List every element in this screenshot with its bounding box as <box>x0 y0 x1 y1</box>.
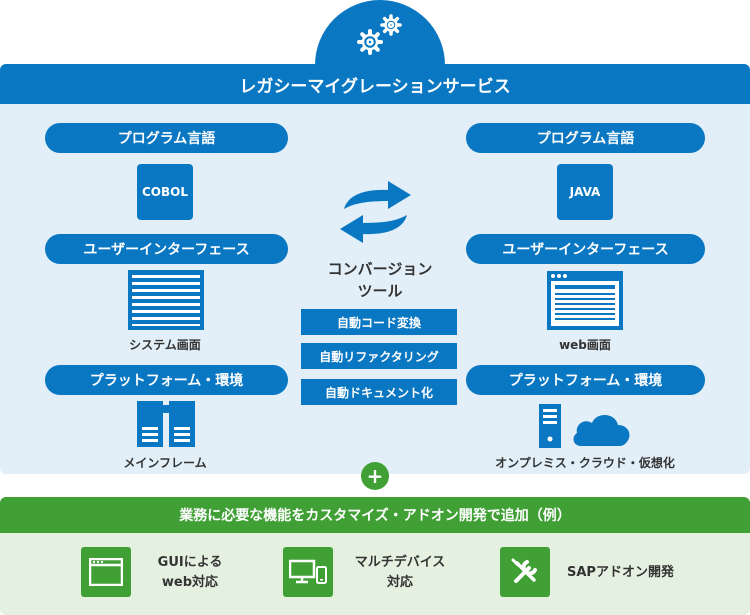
browser-window-icon <box>81 547 131 597</box>
platform-caption-right: オンプレミス・クラウド・仮想化 <box>495 456 675 470</box>
addon-item-multidevice-line2: 対応 <box>386 575 413 590</box>
feature-text-1: 自動コード変換 <box>336 315 421 330</box>
addon-title: 業務に必要な機能をカスタマイズ・アドオン開発で追加（例） <box>179 508 571 524</box>
addon-title-bar: 業務に必要な機能をカスタマイズ・アドオン開発で追加（例） <box>0 497 750 533</box>
feature-text-2: 自動リファクタリング <box>319 349 439 364</box>
web-screen-caption: web画面 <box>559 338 611 352</box>
service-title-bar: レガシーマイグレーションサービス <box>0 64 750 104</box>
plus-icon: + <box>361 462 389 490</box>
left-platform-label-text: プラットフォーム・環境 <box>89 373 244 389</box>
tool-title-line1: コンバージョン <box>327 260 433 278</box>
wrench-screwdriver-icon <box>500 547 550 597</box>
server-icon <box>539 404 561 448</box>
left-prog-label-text: プログラム言語 <box>117 131 216 147</box>
mainframe-icon <box>137 401 195 447</box>
migration-panel <box>0 104 750 474</box>
java-text: JAVA <box>569 185 601 199</box>
addon-item-web-line2: web対応 <box>161 575 219 590</box>
system-screen-caption: システム画面 <box>129 338 201 352</box>
left-ui-label-text: ユーザーインターフェース <box>83 242 250 258</box>
conversion-arrows-icon <box>340 181 411 243</box>
feature-auto-refactoring: 自動リファクタリング <box>301 343 457 369</box>
addon-item-multidevice-line1: マルチデバイス <box>354 555 446 570</box>
left-platform-label: プラットフォーム・環境 <box>45 365 288 395</box>
addon-item-multidevice: マルチデバイス 対応 <box>340 553 460 593</box>
server-cloud-icon <box>539 404 630 448</box>
plus-symbol: + <box>366 464 384 488</box>
left-user-interface-label: ユーザーインターフェース <box>45 234 288 264</box>
right-program-language-label: プログラム言語 <box>466 123 705 153</box>
right-ui-label-text: ユーザーインターフェース <box>502 242 669 258</box>
cobol-text: COBOL <box>141 185 188 199</box>
addon-item-sap-line1: SAPアドオン開発 <box>567 565 674 580</box>
right-prog-label-text: プログラム言語 <box>536 131 635 147</box>
addon-item-web: GUIによる web対応 <box>140 553 240 593</box>
service-title: レガシーマイグレーションサービス <box>239 76 511 97</box>
feature-auto-documentation: 自動ドキュメント化 <box>301 379 457 405</box>
feature-auto-code-conversion: 自動コード変換 <box>301 309 457 335</box>
gears-icon <box>357 14 402 55</box>
system-screen-icon <box>128 270 204 330</box>
multi-device-icon <box>283 547 333 597</box>
right-user-interface-label: ユーザーインターフェース <box>466 234 705 264</box>
web-browser-icon <box>547 271 623 330</box>
addon-item-web-line1: GUIによる <box>157 555 223 570</box>
cloud-icon <box>573 414 630 446</box>
mainframe-caption: メインフレーム <box>123 456 207 470</box>
tool-title-line2: ツール <box>357 282 403 300</box>
right-platform-label-text: プラットフォーム・環境 <box>508 373 663 389</box>
conversion-tool-title: コンバージョン ツール <box>300 258 460 302</box>
left-program-language-label: プログラム言語 <box>45 123 288 153</box>
java-box: JAVA <box>557 164 613 220</box>
addon-item-sap: SAPアドオン開発 <box>567 563 697 583</box>
cobol-box: COBOL <box>137 164 193 220</box>
feature-text-3: 自動ドキュメント化 <box>324 385 433 400</box>
right-platform-label: プラットフォーム・環境 <box>466 365 705 395</box>
